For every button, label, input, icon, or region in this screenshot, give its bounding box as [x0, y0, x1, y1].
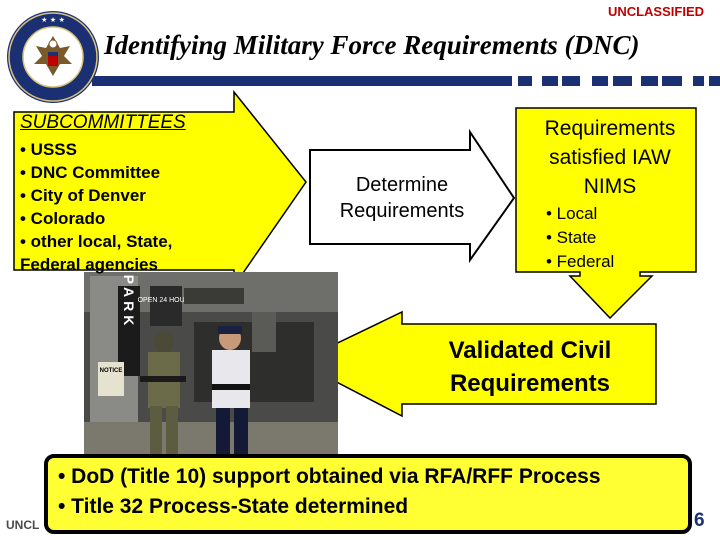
list-item: • other local, State,: [20, 232, 173, 251]
determine-line-1: Determine: [355, 174, 449, 196]
svg-text:★ ★ ★: ★ ★ ★: [41, 16, 65, 24]
list-item: • USSS: [20, 140, 77, 159]
callout-line-2: • Title 32 Process-State determined: [58, 495, 409, 518]
process-callout-text: • DoD (Title 10) support obtained via RF…: [58, 462, 688, 522]
list-item: • State: [546, 228, 597, 247]
svg-text:PARK: PARK: [121, 275, 137, 330]
classification-banner-top: UNCLASSIFIED: [607, 4, 704, 19]
header-decorative-bar: [92, 76, 720, 86]
nims-title-line-2: satisfied IAW: [549, 146, 671, 169]
list-item: • Colorado: [20, 209, 106, 228]
svg-text:NOTICE: NOTICE: [100, 368, 123, 374]
northcom-seal-icon: ★ ★ ★: [7, 11, 99, 103]
callout-line-1: • DoD (Title 10) support obtained via RF…: [58, 465, 601, 488]
nims-callout-shape: [515, 107, 697, 320]
list-item: • Local: [546, 204, 598, 223]
determine-line-2: Requirements: [339, 200, 465, 222]
subcommittees-arrow-shape: [13, 89, 307, 289]
slide-title: Identifying Military Force Requirements …: [104, 30, 640, 60]
determine-requirements-label: Determine Requirements: [312, 172, 492, 224]
determine-arrow-shape: [309, 128, 516, 264]
nims-title-line-3: NIMS: [583, 175, 637, 198]
nims-title-line-1: Requirements: [544, 117, 676, 140]
validated-arrow-shape: [296, 310, 657, 418]
list-item: • City of Denver: [20, 186, 146, 205]
list-item: • Federal: [546, 252, 615, 271]
classification-banner-bottom: UNCL: [6, 518, 40, 532]
validated-line-1: Validated Civil: [448, 337, 612, 364]
page-number: 6: [694, 510, 705, 531]
list-item: • DNC Committee: [20, 163, 161, 182]
list-item: Federal agencies: [20, 255, 158, 274]
subcommittees-list: • USSS • DNC Committee • City of Denver …: [20, 138, 250, 276]
validated-line-2: Requirements: [449, 370, 611, 397]
svg-text:OPEN 24 HOURS: OPEN 24 HOURS: [138, 297, 195, 304]
validated-civil-requirements-label: Validated Civil Requirements: [410, 334, 650, 400]
process-callout-box: [44, 454, 692, 534]
nims-requirements-title: Requirements satisfied IAW NIMS: [520, 114, 700, 201]
subcommittees-title: SUBCOMMITTEES: [20, 112, 186, 133]
nims-levels-list: • Local • State • Federal: [546, 202, 686, 274]
